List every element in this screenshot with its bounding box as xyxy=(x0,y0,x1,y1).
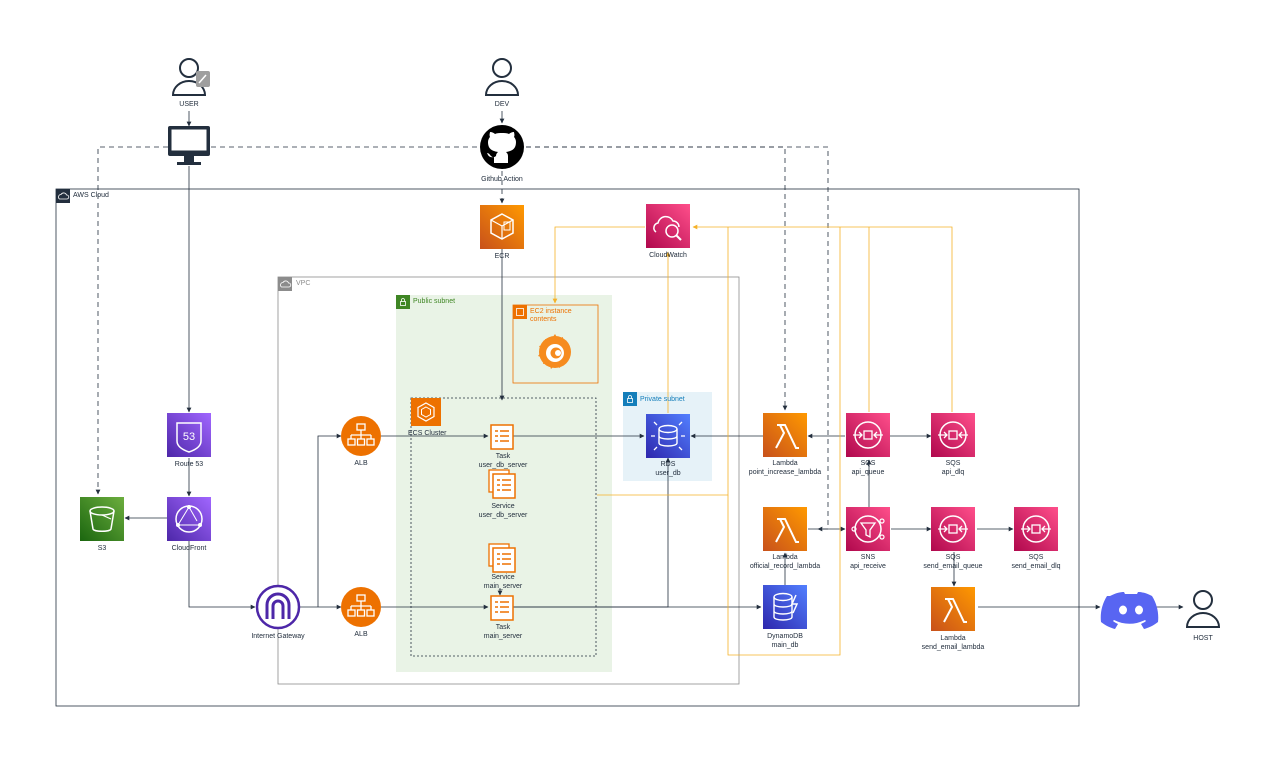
cloudfront-icon xyxy=(167,497,211,541)
task-user-db-label: Task user_db_server xyxy=(478,453,528,469)
vpc-cloud-icon xyxy=(280,280,292,288)
ec2-contents-group xyxy=(512,304,599,384)
lambda-send-email-label: Lambda send_email_lambda xyxy=(921,635,985,651)
lock-icon xyxy=(400,301,406,306)
cloudwatch-label: CloudWatch xyxy=(649,252,687,259)
route53-icon: 53 xyxy=(167,413,211,457)
edge-cloudwatch-ec2 xyxy=(552,226,645,304)
cloud-icon xyxy=(58,192,70,200)
lambda-official-label: Lambda official_record_lambda xyxy=(749,554,821,570)
load-balancer-icon xyxy=(341,416,381,456)
route53-label: Route 53 xyxy=(174,461,204,468)
public-subnet-label: Public subnet xyxy=(413,298,456,305)
rds-icon xyxy=(646,414,690,458)
discord-icon xyxy=(1100,592,1159,629)
internet-gateway-icon xyxy=(255,584,301,630)
lambda-icon xyxy=(763,413,807,457)
host-label: HOST xyxy=(1193,635,1213,642)
svg-text:53: 53 xyxy=(183,431,195,443)
dev-user-icon xyxy=(484,58,520,96)
rds-label: RDS user_db xyxy=(655,461,681,477)
ecs-service-icon xyxy=(488,469,516,499)
dashed-connections xyxy=(95,146,829,532)
ecs-task-icon xyxy=(490,595,514,621)
aws-cloud-label: AWS Cloud xyxy=(73,192,109,199)
igw-label: Internet Gateway xyxy=(251,633,305,640)
alb-top-label: ALB xyxy=(354,460,368,467)
sns-label: SNS api_receive xyxy=(850,554,886,570)
ecs-icon xyxy=(411,398,441,426)
sqs-send-email-queue-label: SQS send_email_queue xyxy=(923,554,983,570)
aws-cloud-group xyxy=(55,188,1080,707)
user-icon xyxy=(171,58,210,96)
cloudfront-label: CloudFront xyxy=(171,545,207,552)
dev-label: DEV xyxy=(494,101,510,108)
ec2-contents-label: EC2 instance contents xyxy=(530,308,572,324)
load-balancer-icon xyxy=(341,587,381,627)
github-label: Github Action xyxy=(481,176,523,183)
edge-cloudfront-igw xyxy=(188,540,256,610)
edge-github-lambda-point-dashed xyxy=(526,146,788,411)
alb-bottom-label: ALB xyxy=(354,631,368,638)
sqs-icon xyxy=(1014,507,1058,551)
s3-bucket-icon xyxy=(80,497,124,541)
ecr-label: ECR xyxy=(494,253,510,260)
grafana-icon xyxy=(538,334,571,369)
sqs-api-dlq-label: SQS api_dlq xyxy=(941,460,965,476)
lambda-icon xyxy=(763,507,807,551)
github-icon xyxy=(480,125,524,169)
edge-dlq-cloudwatch xyxy=(692,224,953,412)
vpc-label: VPC xyxy=(296,280,311,287)
sqs-icon xyxy=(846,413,890,457)
cloudwatch-connections xyxy=(552,224,953,656)
sqs-icon xyxy=(931,507,975,551)
dynamodb-icon xyxy=(763,585,807,629)
private-subnet-label: Private subnet xyxy=(640,396,685,403)
cloudwatch-icon xyxy=(646,204,690,248)
lock-icon xyxy=(627,398,633,403)
ecr-icon xyxy=(480,205,524,249)
ec2-instance-icon xyxy=(516,308,524,316)
user-label: USER xyxy=(179,101,199,108)
edge-igw-alb-top xyxy=(317,433,342,607)
task-main-label: Task main_server xyxy=(483,624,523,640)
edge-dynamodb-cloudwatch xyxy=(727,227,841,656)
s3-label: S3 xyxy=(97,545,107,552)
lambda-point-label: Lambda point_increase_lambda xyxy=(748,460,822,476)
vpc-group xyxy=(277,276,740,685)
ecs-service-icon xyxy=(488,543,516,573)
connections xyxy=(124,111,1184,610)
service-main-label: Service main_server xyxy=(483,574,523,590)
edge-github-lambda-dashed xyxy=(526,146,829,532)
sqs-api-queue-label: SQS api_queue xyxy=(851,460,885,476)
lambda-icon xyxy=(931,587,975,631)
sqs-send-email-dlq-label: SQS send_email_dlq xyxy=(1011,554,1061,570)
ecs-cluster-label: ECS Cluster xyxy=(408,430,447,437)
service-user-db-label: Service user_db_server xyxy=(478,503,528,519)
sns-icon xyxy=(846,507,890,551)
ecs-task-icon xyxy=(490,424,514,450)
host-user-icon xyxy=(1185,590,1221,628)
dynamodb-label: DynamoDB main_db xyxy=(767,633,803,649)
edge-monitor-s3-dashed xyxy=(95,146,168,495)
monitor-icon xyxy=(168,126,210,165)
sqs-icon xyxy=(931,413,975,457)
